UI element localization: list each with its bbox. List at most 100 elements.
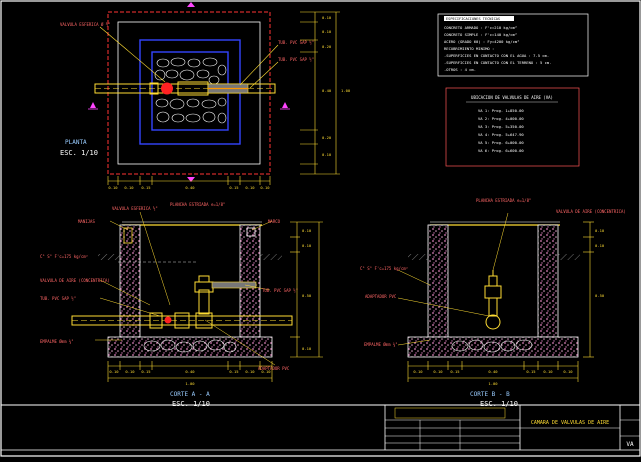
plan-dim-right-5: 0.10: [322, 152, 332, 157]
plan-dim-right-2: 0.20: [322, 44, 332, 49]
valve-location-table: UBICACION DE VALVULAS DE AIRE (VA) VA 1:…: [445, 87, 580, 167]
plan-scale: ESC. 1/10: [60, 149, 98, 157]
specs-heading: ESPECIFICACIONES TECNICAS: [446, 17, 500, 21]
plan-valve-icon: [161, 82, 173, 95]
section-b-wall-left: [427, 224, 449, 338]
plan-label-pipe1: TUB. PVC SAP ½": [278, 40, 314, 45]
specs-line-3: RECUBRIMIENTO MINIMO :: [444, 46, 494, 51]
section-b-dim-bottom-0: 0.10: [413, 369, 423, 374]
section-b-title: CORTE B - B: [470, 391, 510, 398]
section-b-gravel: [451, 339, 533, 353]
section-a-dim-bottom-2: 0.15: [141, 369, 150, 374]
section-a-dim-right-2: 0.50: [302, 293, 312, 298]
plan-dim-right: [300, 11, 340, 175]
section-a-gravel: [143, 339, 237, 353]
section-a-dim-bottom-4: 0.15: [229, 369, 238, 374]
valves-row-2: VA 3: Prog. 5+350.00: [478, 124, 524, 129]
section-b-dim-right-2: 0.50: [595, 293, 605, 298]
section-b-air-valve-icon: [484, 270, 502, 330]
section-a-dim-right-3: 0.10: [302, 346, 312, 351]
section-b-dim-bottom-4: 0.15: [526, 369, 535, 374]
section-a-label-tag-right: MARCO: [268, 219, 281, 224]
plan-dim-bottom-4: 0.15: [229, 185, 238, 190]
specs-line-2: ACERO (GRADO 60) : Fy=4200 kg/cm²: [444, 39, 519, 44]
plan-dim-bottom-1: 0.10: [124, 185, 134, 190]
section-a-dim-bottom-5: 0.10: [245, 369, 255, 374]
specs-line-5: -SUPERFICIES EN CONTACTO CON EL TERRENO …: [444, 60, 551, 65]
section-a-dim-bottom-6: 0.10: [261, 369, 271, 374]
section-b-dim-bottom: [407, 361, 579, 382]
section-a-dim-right-0: 0.10: [302, 228, 312, 233]
section-a-dim-total: 1.00: [185, 381, 195, 386]
specs-heading-bar: [444, 16, 514, 21]
plan-dim-bottom-5: 0.10: [245, 185, 255, 190]
plan-label-valve: VALVULA ESFERICA Ø ½": [60, 22, 111, 27]
section-a-title: CORTE A - A: [170, 391, 210, 398]
plan-dim-right-1: 0.10: [322, 29, 332, 34]
section-b-scale: ESC. 1/10: [480, 400, 518, 408]
plan-dim-right-3: 0.40: [322, 88, 332, 93]
specs-line-1: CONCRETO SIMPLE : F'c=140 kg/cm²: [444, 32, 517, 37]
title-block: CAMARA DE VALVULAS DE AIRE VA: [1, 404, 640, 451]
section-b-dim-bottom-1: 0.10: [433, 369, 443, 374]
valves-row-4: VA 5: Prog. 6+000.00: [478, 140, 524, 145]
section-b-dim-bottom-3: 0.40: [488, 369, 498, 374]
section-b-dim-right-0: 0.10: [595, 228, 605, 233]
plan-dim-bottom-2: 0.15: [141, 185, 150, 190]
plan-dim-bottom-3: 0.40: [185, 185, 195, 190]
section-a-label-pipe-right: TUB. PVC SAP ½": [262, 288, 298, 293]
section-b: PLANCHA ESTRIADA e=1/8" VALVULA DE AIRE …: [360, 198, 626, 408]
title-caption: CAMARA DE VALVULAS DE AIRE: [531, 420, 609, 426]
plan-dim-right-0: 0.10: [322, 15, 332, 20]
section-a-valve-icon: [164, 316, 172, 324]
section-marker-b-bottom: [187, 177, 195, 182]
section-b-footing: [407, 336, 579, 358]
section-a-dim-right: [290, 221, 323, 358]
valves-heading: UBICACION DE VALVULAS DE AIRE (VA): [471, 95, 553, 100]
section-b-label-slab: PLANCHA ESTRIADA e=1/8": [476, 198, 531, 203]
valves-row-0: VA 1: Prog. 1+850.00: [478, 108, 524, 113]
section-a: PLANCHA ESTRIADA e=1/8" VALVULA ESFERICA…: [40, 202, 323, 408]
plan-dim-right-total: 1.00: [341, 88, 351, 93]
plan-dim-right-4: 0.20: [322, 135, 332, 140]
valves-row-3: VA 4: Prog. 5+647.90: [478, 132, 524, 137]
plan-title: PLANTA: [65, 139, 87, 146]
section-a-dim-bottom: [107, 361, 273, 382]
section-a-scale: ESC. 1/10: [172, 400, 210, 408]
section-b-label-valve-air: VALVULA DE AIRE (CONCENTRICA): [556, 209, 626, 214]
plan-dim-bottom-6: 0.10: [260, 185, 270, 190]
plan-dim-bottom-0: 0.10: [108, 185, 118, 190]
valves-row-5: VA 6: Prog. 6+600.00: [478, 148, 524, 153]
section-b-wall-right: [537, 224, 559, 338]
plan-gravel: [154, 57, 227, 124]
specs-table: ESPECIFICACIONES TECNICAS CONCRETO ARMAD…: [437, 13, 589, 77]
specs-line-4: -SUPERFICIES EN CONTACTO CON EL AGUA : 7…: [444, 53, 549, 58]
section-b-dim-bottom-2: 0.15: [450, 369, 459, 374]
section-a-label-rebar: EMPALME Ømm ¾": [40, 339, 74, 345]
section-b-label-concrete: C° S° F'c=175 kg/cm²: [360, 266, 408, 271]
section-a-dim-bottom-0: 0.10: [109, 369, 119, 374]
plan-dim-bottom: [107, 176, 271, 185]
section-a-label-valve: VALVULA ESFERICA ½": [112, 206, 158, 211]
page-id: VA: [626, 441, 634, 448]
section-a-label-slab: PLANCHA ESTRIADA e=1/8": [170, 202, 225, 207]
section-a-wall-right: [239, 224, 261, 338]
section-a-wall-left: [119, 224, 141, 338]
section-a-label-valve-air: VALVULA DE AIRE (CONCENTRICA): [40, 278, 110, 283]
section-b-dim-bottom-5: 0.10: [543, 369, 553, 374]
plan-label-pipe2: TUB. PVC SAP ½": [278, 57, 314, 62]
section-a-label-tag-left: MANIJAS: [78, 219, 95, 224]
section-a-dim-right-1: 0.10: [302, 243, 312, 248]
specs-line-0: CONCRETO ARMADO : F'c=210 kg/cm²: [444, 25, 517, 30]
section-marker-b-top: [187, 2, 195, 7]
section-b-dim-right-1: 0.10: [595, 243, 605, 248]
plan-view: VALVULA ESFERICA Ø ½" TUB. PVC SAP ½" TU…: [60, 2, 351, 190]
section-marker-a-left: [90, 102, 96, 108]
section-b-dim-right: [583, 221, 594, 358]
section-b-dim-bottom-6: 0.10: [563, 369, 573, 374]
section-b-label-rebar: EMPALME Ømm ¾": [364, 342, 398, 348]
section-a-label-adapter: ADAPTADOR PVC: [258, 366, 290, 371]
